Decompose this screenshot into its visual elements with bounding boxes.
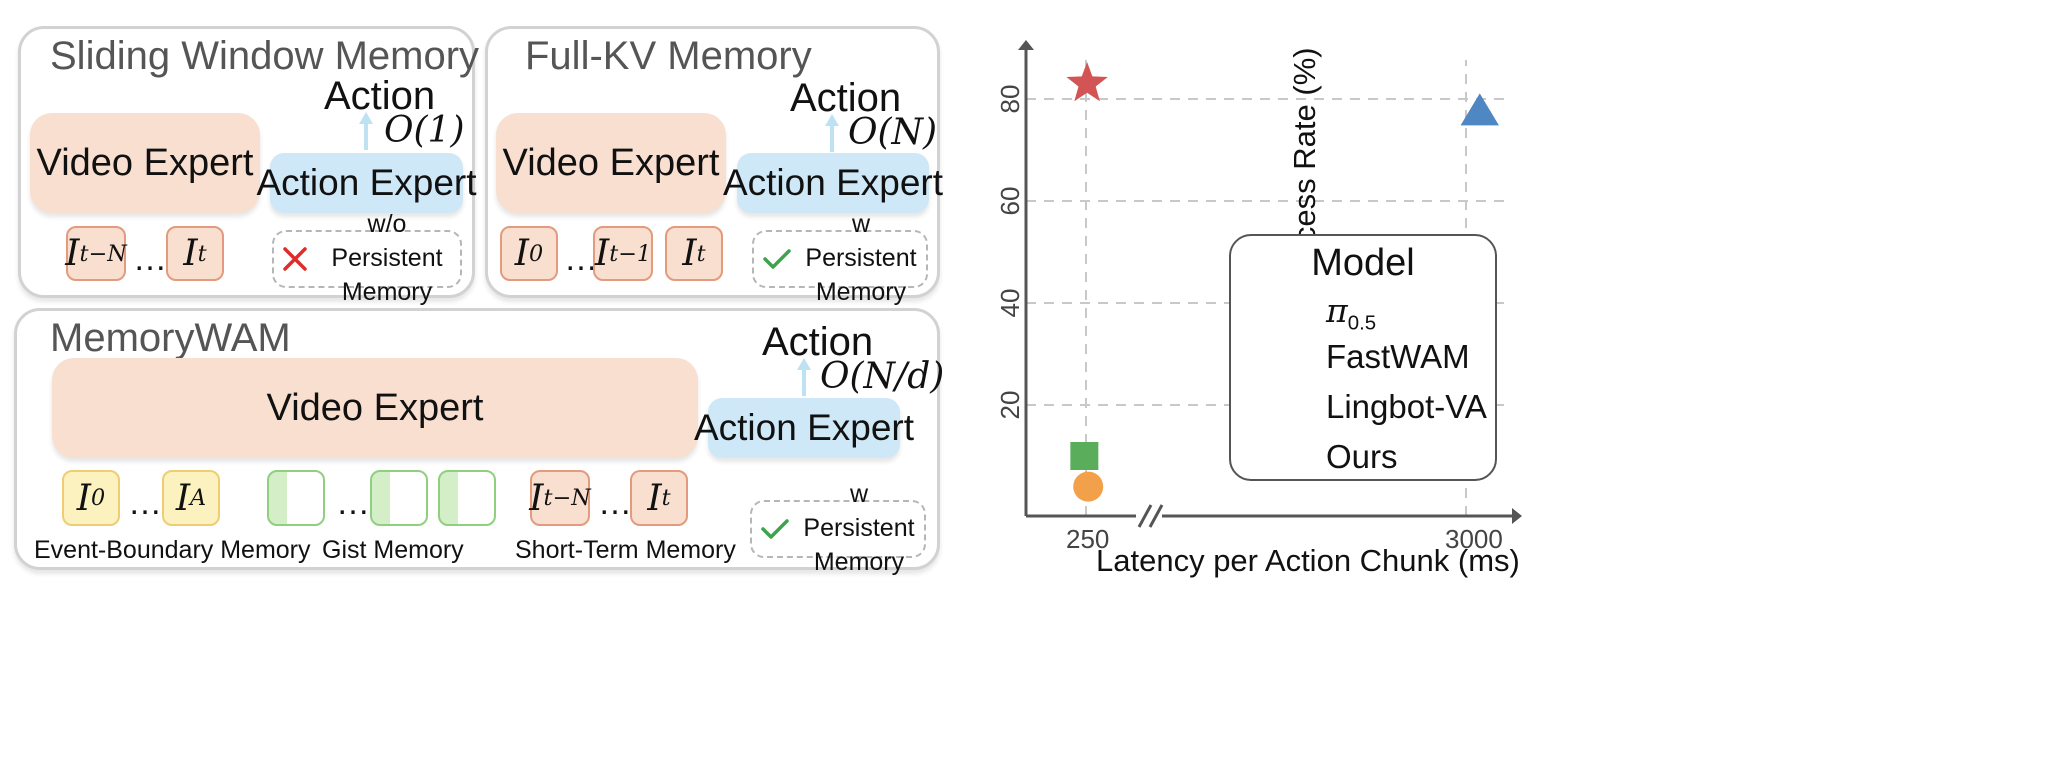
sliding-complexity: O(1) [384, 110, 465, 151]
x-axis-break-mark-2 [1148, 504, 1164, 528]
full-kv-title: Full-KV Memory [525, 34, 812, 78]
legend-label-ours: Ours [1326, 438, 1398, 475]
event-frame-ellipsis: … [128, 484, 162, 522]
memorywam-title: MemoryWAM [50, 316, 291, 360]
legend-label-fastwam: FastWAM [1326, 338, 1470, 375]
data-point-square-0 [1070, 442, 1099, 470]
fullkv-memory-note-line1: w Persistent [805, 210, 917, 273]
chart-legend: Model π0.5 FastWAM Lingbot-VA Ours [1229, 234, 1497, 481]
x-tick-3000: 3000 [1445, 524, 1503, 554]
fullkv-action-word: Action [790, 76, 902, 120]
cross-icon [283, 247, 307, 271]
gist-frame-3 [438, 470, 496, 526]
data-point-star-3 [1066, 62, 1108, 102]
gist-memory-label: Gist Memory [322, 536, 464, 564]
fullkv-action-arrow [825, 114, 839, 152]
memorywam-action-expert: Action Expert [694, 398, 914, 458]
y-tick-40: 40 [995, 289, 1025, 318]
gist-frame-2 [370, 470, 428, 526]
sliding-video-expert: Video Expert [30, 113, 260, 213]
y-axis-arrow [1018, 40, 1034, 50]
legend-label-lingbot: Lingbot-VA [1326, 388, 1487, 425]
x-tick-250: 250 [1066, 524, 1110, 554]
memorywam-action-word: Action [762, 320, 874, 364]
fullkv-action-expert-label: Action Expert [722, 162, 944, 203]
short-term-memory-label: Short-Term Memory [515, 536, 736, 564]
x-axis-arrow [1512, 508, 1522, 524]
sliding-action-arrow [359, 112, 373, 150]
sliding-action-expert-label: Action Expert [256, 162, 477, 203]
sliding-memory-note-line2: Memory [341, 277, 433, 306]
sliding-frame-ellipsis: … [133, 240, 167, 278]
y-tick-20: 20 [995, 391, 1025, 420]
memorywam-action-arrow [797, 358, 811, 396]
memorywam-memory-note-line1: w Persistent [803, 480, 915, 543]
legend-label-pi05: π0.5 [1326, 291, 1377, 335]
short-frame-ellipsis: … [598, 484, 632, 522]
event-boundary-memory-label: Event-Boundary Memory [34, 536, 311, 564]
fullkv-video-expert-label: Video Expert [502, 141, 720, 184]
check-icon [763, 249, 791, 269]
memorywam-video-expert-label: Video Expert [266, 386, 484, 429]
memorywam-action-expert-label: Action Expert [693, 407, 915, 448]
sliding-action-expert: Action Expert [256, 153, 477, 213]
fullkv-memory-note: w Persistent Memory [752, 210, 928, 306]
data-point-circle-1 [1073, 471, 1104, 502]
memorywam-memory-note-line2: Memory [813, 547, 905, 576]
sliding-window-title: Sliding Window Memory [50, 34, 480, 78]
chart-x-axis-label: Latency per Action Chunk (ms) [1096, 543, 1520, 578]
sliding-memory-note: w/o Persistent Memory [272, 210, 462, 306]
memorywam-video-expert: Video Expert [52, 358, 698, 458]
fullkv-video-expert: Video Expert [496, 113, 726, 213]
legend-title: Model [1311, 242, 1415, 284]
data-point-triangle-2 [1460, 93, 1499, 126]
sliding-video-expert-label: Video Expert [36, 141, 254, 184]
sliding-memory-note-line1: w/o Persistent [331, 210, 443, 273]
y-tick-80: 80 [995, 85, 1025, 114]
x-axis-break-mark-1 [1137, 504, 1153, 528]
fullkv-memory-note-line2: Memory [815, 277, 907, 306]
fullkv-action-expert: Action Expert [723, 153, 943, 213]
memorywam-complexity: O(N/d) [820, 356, 945, 397]
fullkv-frame-ellipsis: … [564, 240, 598, 278]
gist-frame-ellipsis: … [336, 484, 370, 522]
y-tick-60: 60 [995, 187, 1025, 216]
fullkv-complexity: O(N) [848, 112, 938, 153]
memorywam-memory-note: w Persistent Memory [750, 480, 926, 576]
gist-frame-1 [267, 470, 325, 526]
sliding-action-word: Action [324, 74, 436, 118]
check-icon [761, 519, 789, 539]
